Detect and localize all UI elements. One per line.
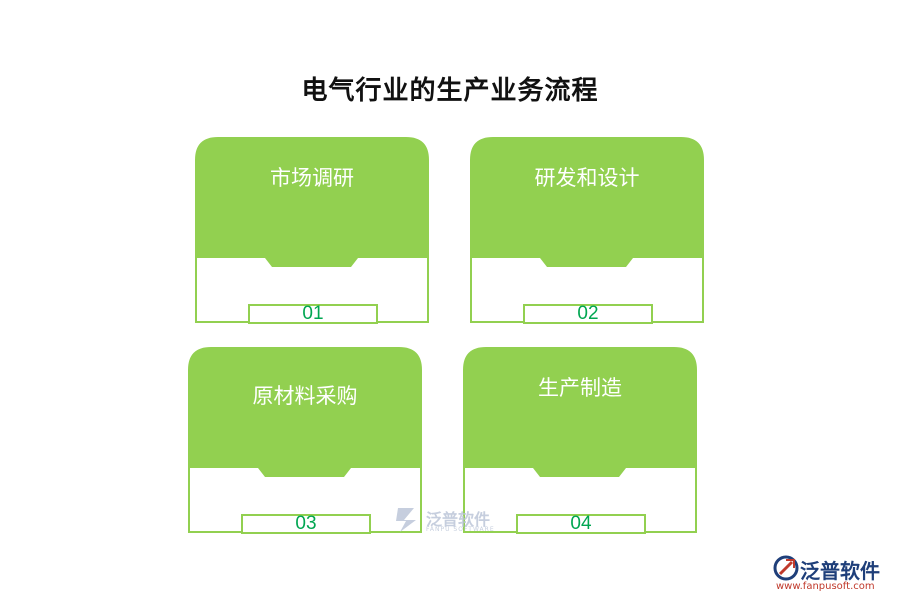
brand-logo-icon: [773, 555, 799, 581]
brand-name: 泛普软件: [800, 559, 880, 583]
diagram-title: 电气行业的生产业务流程: [301, 76, 599, 106]
step-number: 02: [523, 304, 653, 324]
step-card-3: 原材料采购 03: [187, 346, 423, 534]
watermark-subtitle: FANPU SOFTWARE: [426, 526, 495, 533]
brand-url: www.fanpusoft.com: [776, 581, 875, 592]
step-card-shape: [463, 347, 697, 533]
step-card-shape: [470, 137, 704, 323]
step-card-1: 市场调研 01: [194, 136, 430, 324]
step-label: 原材料采购: [252, 384, 358, 408]
step-label: 生产制造: [538, 376, 622, 400]
step-card-4: 生产制造 04: [462, 346, 698, 534]
step-card-2: 研发和设计 02: [469, 136, 705, 324]
step-label: 研发和设计: [534, 166, 640, 190]
watermark-logo-icon: [396, 508, 416, 532]
step-number: 03: [241, 514, 371, 534]
watermark-name: 泛普软件: [426, 510, 491, 529]
brand-logo: 泛普软件 www.fanpusoft.com: [770, 552, 895, 596]
step-number: 01: [248, 304, 378, 324]
step-card-shape: [195, 137, 429, 323]
step-card-shape: [188, 347, 422, 533]
step-label: 市场调研: [270, 166, 354, 190]
step-number: 04: [516, 514, 646, 534]
